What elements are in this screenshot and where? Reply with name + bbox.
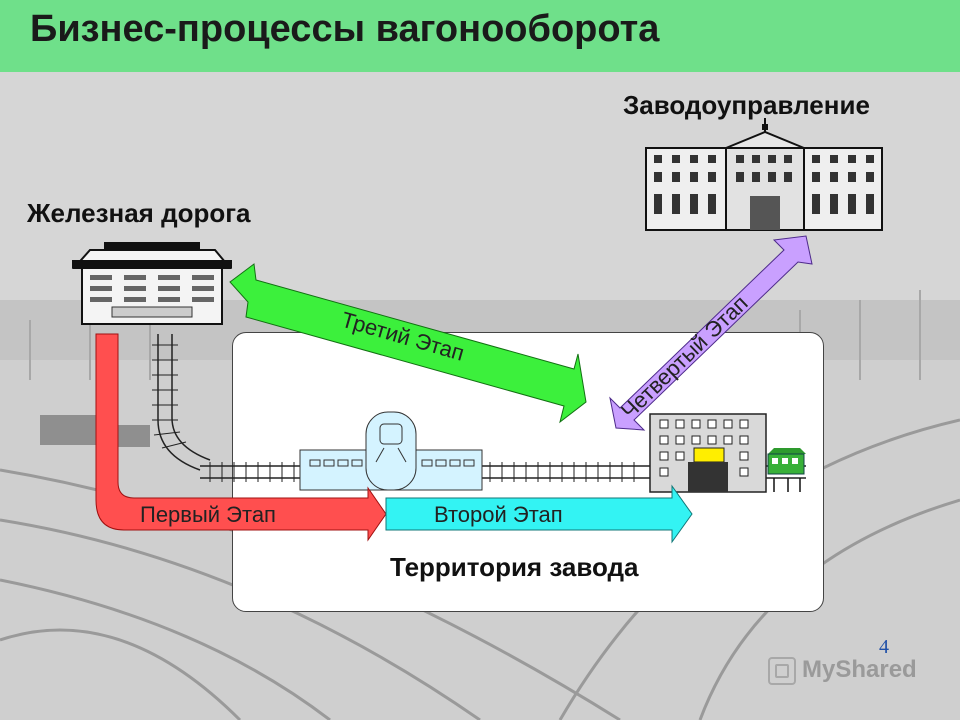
- management-label: Заводоуправление: [623, 90, 870, 120]
- title-bar: [0, 0, 960, 72]
- presentation-icon: [768, 656, 796, 685]
- stage-4-arrow: [609, 235, 813, 431]
- territory-label: Территория завода: [390, 552, 639, 582]
- stage-4-label: Четвертый Этап: [616, 290, 753, 423]
- stage-3-arrow: [229, 263, 587, 424]
- stage-1-label: Первый Этап: [140, 502, 276, 527]
- slide-title: Бизнес-процессы вагонооборота: [30, 8, 660, 50]
- stage-1-arrow: [95, 333, 387, 542]
- stage-2-arrow: [385, 484, 693, 544]
- railway-station-icon: [71, 242, 233, 325]
- management-building-icon: [645, 118, 883, 231]
- watermark-text: MyShared: [802, 656, 917, 683]
- stage-2-label: Второй Этап: [434, 502, 563, 527]
- page-number: 4: [879, 636, 889, 658]
- railway-wagon-icon: [767, 448, 806, 492]
- factory-building-icon: [649, 413, 767, 493]
- railway-track-curve: [152, 334, 211, 471]
- factory-station-icon: [299, 411, 483, 491]
- railway-label: Железная дорога: [27, 198, 251, 228]
- watermark: MyShared: [768, 656, 917, 685]
